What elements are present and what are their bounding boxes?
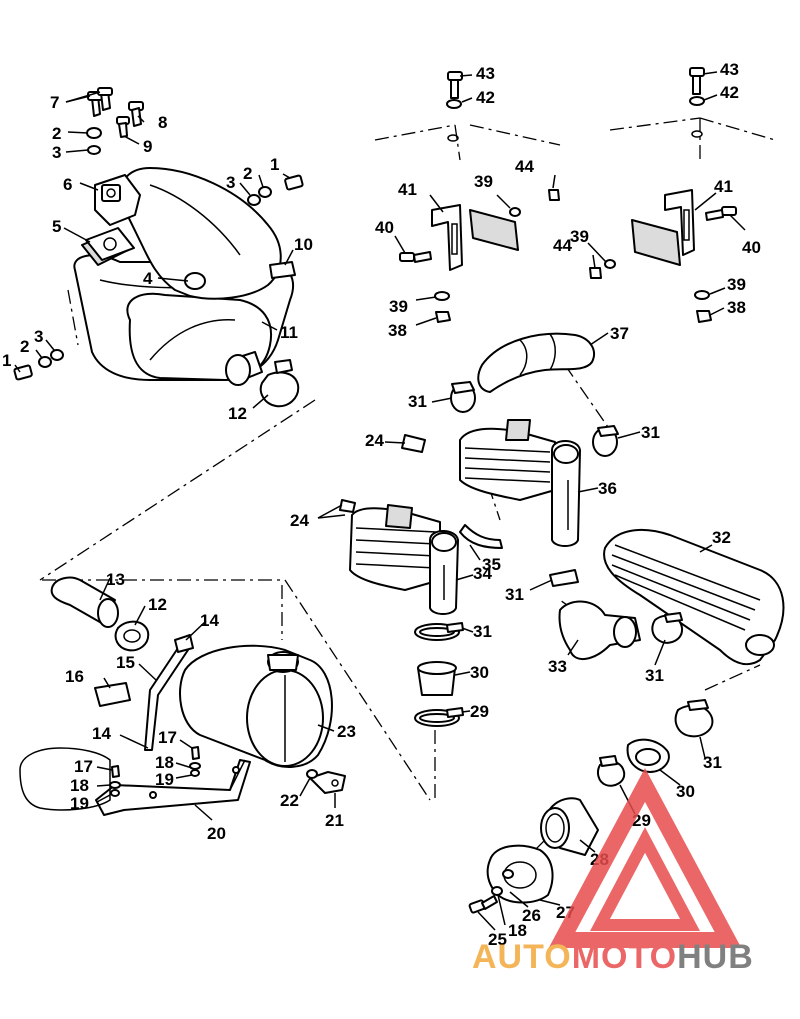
callout-2: 2 (52, 124, 61, 143)
callout-33: 33 (548, 657, 567, 676)
callout-15: 15 (116, 653, 135, 672)
watermark-moto: MOTO (572, 938, 677, 976)
callout-6: 6 (63, 175, 72, 194)
callout-4: 4 (143, 269, 153, 288)
intercooler-hoses (450, 332, 619, 457)
callout-42: 42 (476, 88, 495, 107)
callout-39: 39 (389, 297, 408, 316)
callout-14: 14 (92, 724, 111, 743)
callout-30: 30 (470, 663, 489, 682)
exhaust-manifold-assembly (73, 167, 300, 408)
callout-12: 12 (228, 404, 247, 423)
callout-35: 35 (482, 555, 501, 574)
callout-34: 34 (473, 564, 492, 583)
callout-43: 43 (720, 60, 739, 79)
watermark-triangle-logo (548, 768, 742, 948)
callout-31: 31 (645, 666, 664, 685)
fasteners-upper-left (13, 87, 304, 381)
svg-text:AUTOMOTOHUB: AUTOMOTOHUB (472, 938, 754, 976)
callout-32: 32 (712, 528, 731, 547)
callout-29: 29 (470, 702, 489, 721)
callout-30: 30 (676, 782, 695, 801)
callout-10: 10 (294, 235, 313, 254)
callout-17: 17 (158, 728, 177, 747)
callout-31: 31 (641, 423, 660, 442)
callout-43: 43 (476, 64, 495, 83)
callout-13: 13 (106, 570, 125, 589)
callout-1: 1 (270, 155, 279, 174)
callout-18: 18 (155, 753, 174, 772)
callout-31: 31 (408, 392, 427, 411)
callout-38: 38 (388, 321, 407, 340)
callout-31: 31 (703, 753, 722, 772)
callout-7: 7 (50, 93, 59, 112)
callout-39: 39 (474, 172, 493, 191)
automotohub-watermark: AUTOMOTOHUB (472, 768, 754, 976)
watermark-hub: HUB (677, 938, 754, 976)
callout-21: 21 (325, 811, 344, 830)
callout-11: 11 (280, 323, 298, 342)
callout-39: 39 (727, 275, 746, 294)
callout-39: 39 (570, 227, 589, 246)
callout-40: 40 (375, 218, 394, 237)
intercooler-cores (339, 419, 785, 738)
callout-19: 19 (155, 770, 174, 789)
callout-8: 8 (158, 113, 167, 132)
callout-44: 44 (553, 236, 572, 255)
callout-44: 44 (515, 157, 534, 176)
callout-3: 3 (52, 143, 61, 162)
callout-31: 31 (473, 622, 492, 641)
callout-41: 41 (398, 180, 417, 199)
callout-19: 19 (70, 794, 89, 813)
callout-25: 25 (488, 930, 507, 949)
callout-36: 36 (598, 479, 617, 498)
callout-3: 3 (34, 327, 43, 346)
callout-2: 2 (243, 164, 252, 183)
brackets-and-hardware (399, 67, 737, 323)
outlet-elbow-assembly (468, 797, 599, 914)
callout-40: 40 (742, 238, 761, 257)
callout-41: 41 (714, 177, 733, 196)
callout-17: 17 (74, 757, 93, 776)
callout-42: 42 (720, 83, 739, 102)
clamps-and-couplers (414, 622, 670, 787)
callout-5: 5 (52, 217, 61, 236)
muffler-assembly (19, 576, 346, 816)
callout-9: 9 (143, 137, 152, 156)
callout-24: 24 (290, 511, 309, 530)
callout-31: 31 (505, 585, 524, 604)
callout-1: 1 (2, 351, 11, 370)
callout-37: 37 (610, 324, 629, 343)
callout-2: 2 (20, 337, 29, 356)
watermark-auto: AUTO (472, 938, 572, 976)
callout-18: 18 (70, 776, 89, 795)
callout-24: 24 (365, 431, 384, 450)
callout-38: 38 (727, 298, 746, 317)
callout-23: 23 (337, 722, 356, 741)
callout-3: 3 (226, 173, 235, 192)
callout-12: 12 (148, 595, 167, 614)
callout-14: 14 (200, 611, 219, 630)
callout-16: 16 (65, 667, 84, 686)
callout-26: 26 (522, 906, 541, 925)
callout-18: 18 (508, 921, 527, 940)
callout-numbers: 1 1 2 2 2 3 3 3 4 5 6 7 8 9 10 11 12 12 … (2, 60, 761, 949)
callout-22: 22 (280, 791, 299, 810)
callout-20: 20 (207, 824, 226, 843)
